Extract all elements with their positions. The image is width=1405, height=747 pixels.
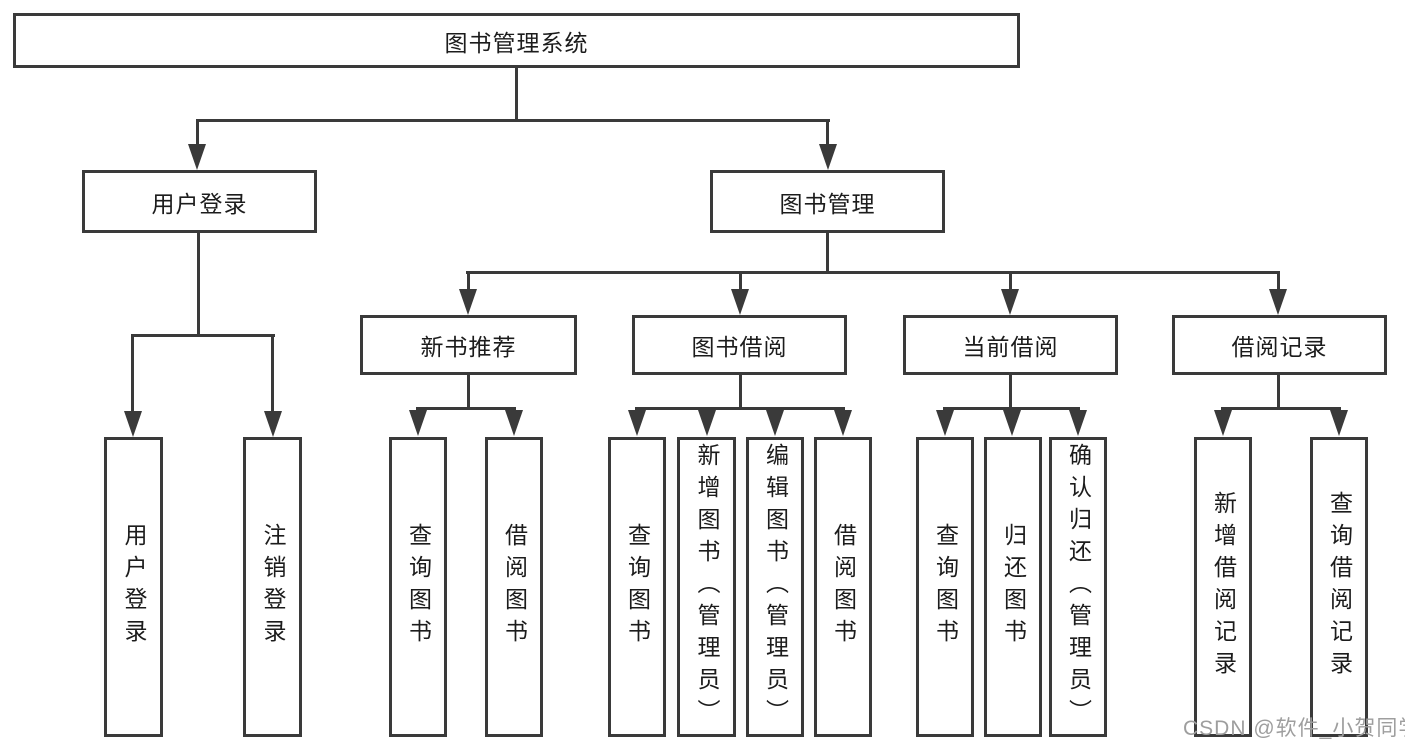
connector-newbook-vline: [467, 375, 470, 408]
arrowhead-icon: [1330, 410, 1348, 436]
arrowhead-icon: [188, 144, 206, 170]
node-label: 查询借阅记录: [1326, 491, 1353, 683]
leaf-br-query-record: 查询借阅记录: [1310, 437, 1368, 737]
csdn-watermark: CSDN @软件_小贺同学: [1183, 717, 1405, 740]
leaf-bb-query-book: 查询图书: [608, 437, 666, 737]
node-book-management: 图书管理: [710, 170, 945, 233]
connector-stem: [1009, 273, 1012, 290]
connector-record-vline: [1277, 375, 1280, 408]
node-label: 新增图书（管理员）: [694, 443, 720, 731]
node-user-login: 用户登录: [82, 170, 317, 233]
node-label: 确认归还（管理员）: [1065, 443, 1092, 731]
node-label: 借阅图书: [501, 523, 528, 651]
leaf-nb-query-book: 查询图书: [389, 437, 447, 737]
connector-stem: [1277, 273, 1280, 290]
connector-borrow-vline: [739, 375, 742, 408]
leaf-br-add-record: 新增借阅记录: [1194, 437, 1252, 737]
arrowhead-icon: [124, 411, 142, 437]
connector-stem: [826, 120, 829, 146]
arrowhead-icon: [819, 144, 837, 170]
connector-stem: [271, 336, 274, 412]
leaf-bb-edit-book-admin: 编辑图书（管理员）: [746, 437, 804, 737]
connector-stem: [467, 273, 470, 290]
connector-userlogin-vline: [197, 233, 200, 336]
connector-current-vline: [1009, 375, 1012, 408]
leaf-user-login: 用户登录: [104, 437, 163, 737]
arrowhead-icon: [459, 289, 477, 315]
connector-stem: [131, 336, 134, 412]
leaf-cb-query-book: 查询图书: [916, 437, 974, 737]
arrowhead-icon: [1269, 289, 1287, 315]
node-label: 查询图书: [405, 523, 432, 651]
node-label: 当前借阅: [962, 334, 1059, 360]
connector-record-hline: [1221, 407, 1341, 410]
node-label: 借阅记录: [1231, 334, 1328, 360]
connector-bookmgmt-vline: [826, 233, 829, 273]
leaf-bb-add-book-admin: 新增图书（管理员）: [677, 437, 736, 737]
connector-newbook-hline: [416, 407, 516, 410]
node-label: 用户登录: [151, 190, 248, 217]
node-label: 归还图书: [1000, 523, 1027, 651]
arrowhead-icon: [1069, 410, 1087, 436]
connector-stem: [196, 120, 199, 146]
connector-current-hline: [943, 407, 1080, 410]
node-label: 编辑图书（管理员）: [762, 443, 789, 731]
node-label: 图书管理系统: [444, 29, 589, 56]
node-label: 借阅图书: [830, 523, 857, 651]
node-label: 图书借阅: [691, 334, 788, 360]
connector-bookmgmt-hline: [466, 271, 1280, 274]
node-label: 用户登录: [121, 523, 147, 651]
connector-borrow-hline: [635, 407, 845, 410]
connector-root-hline: [196, 119, 830, 122]
connector-stem: [739, 273, 742, 290]
arrowhead-icon: [1003, 410, 1021, 436]
node-label: 图书管理: [779, 190, 876, 217]
arrowhead-icon: [936, 410, 954, 436]
node-current-borrow: 当前借阅: [903, 315, 1118, 375]
node-label: 查询图书: [932, 523, 959, 651]
arrowhead-icon: [628, 410, 646, 436]
node-book-borrow: 图书借阅: [632, 315, 847, 375]
arrowhead-icon: [731, 289, 749, 315]
leaf-bb-borrow-book: 借阅图书: [814, 437, 872, 737]
node-label: 新增借阅记录: [1210, 491, 1237, 683]
arrowhead-icon: [834, 410, 852, 436]
node-library-system: 图书管理系统: [13, 13, 1020, 68]
arrowhead-icon: [766, 410, 784, 436]
leaf-logout: 注销登录: [243, 437, 302, 737]
connector-root-vline: [515, 68, 518, 121]
leaf-cb-return-book: 归还图书: [984, 437, 1042, 737]
arrowhead-icon: [698, 410, 716, 436]
arrowhead-icon: [1001, 289, 1019, 315]
arrowhead-icon: [1214, 410, 1232, 436]
arrowhead-icon: [409, 410, 427, 436]
leaf-nb-borrow-book: 借阅图书: [485, 437, 543, 737]
leaf-cb-confirm-return-admin: 确认归还（管理员）: [1049, 437, 1107, 737]
node-borrow-record: 借阅记录: [1172, 315, 1387, 375]
node-label: 新书推荐: [420, 334, 517, 360]
arrowhead-icon: [264, 411, 282, 437]
connector-userlogin-hline: [131, 334, 275, 337]
node-label: 查询图书: [624, 523, 651, 651]
node-label: 注销登录: [260, 523, 286, 651]
arrowhead-icon: [505, 410, 523, 436]
node-new-book-recommend: 新书推荐: [360, 315, 577, 375]
